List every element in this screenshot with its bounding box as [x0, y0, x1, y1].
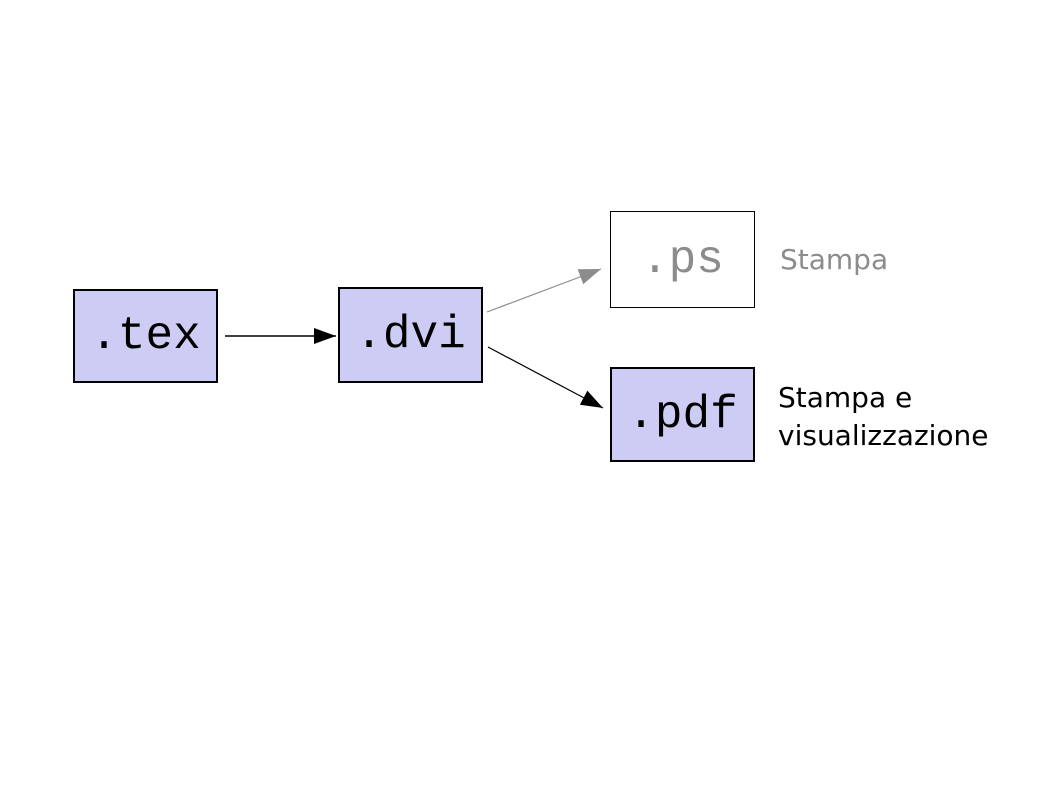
pdf-annotation: Stampa e visualizzazione	[778, 381, 989, 452]
node-pdf: .pdf	[610, 367, 755, 462]
node-tex: .tex	[73, 289, 218, 383]
node-pdf-label: .pdf	[627, 388, 738, 441]
node-ps-label: .ps	[641, 233, 724, 286]
arrow-dvi-to-ps	[486, 268, 602, 313]
ps-annotation: Stampa	[780, 243, 889, 276]
arrow-dvi-to-pdf	[487, 346, 604, 409]
node-ps: .ps	[610, 211, 755, 308]
node-tex-label: .tex	[90, 310, 201, 362]
node-dvi: .dvi	[338, 287, 483, 383]
node-dvi-label: .dvi	[355, 309, 466, 361]
